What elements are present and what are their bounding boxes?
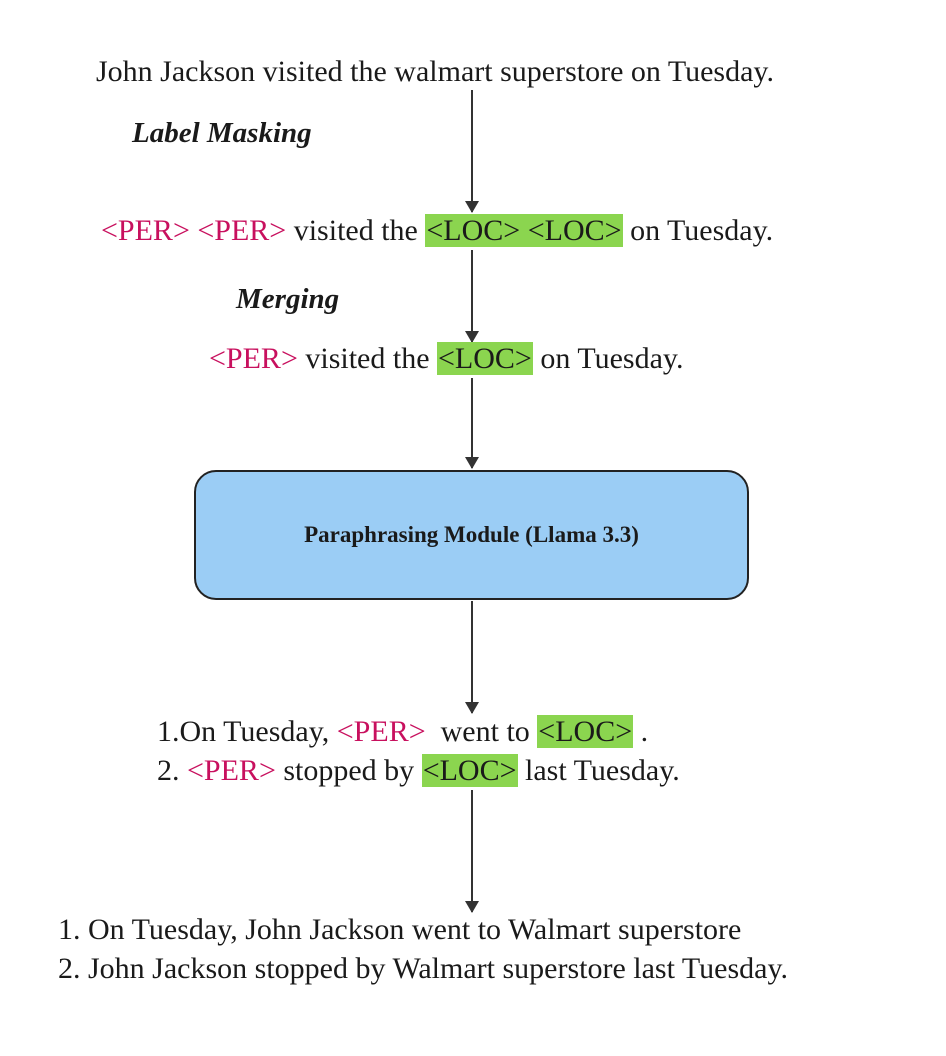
input-sentence: John Jackson visited the walmart superst…: [96, 55, 774, 88]
paraphrasing-module-box: Paraphrasing Module (Llama 3.3): [194, 470, 749, 600]
loc-tag: <LOC>: [426, 214, 521, 247]
paraphrase-2-middle: stopped by: [275, 754, 422, 787]
loc-tag: <LOC>: [537, 715, 634, 748]
paraphrase-1: 1.On Tuesday, <PER> went to <LOC> .: [157, 714, 648, 750]
paraphrase-1-prefix: 1.On Tuesday,: [157, 715, 337, 748]
per-tag: <PER>: [209, 342, 298, 375]
masked-sentence: <PER> <PER> visited the <LOC> <LOC> on T…: [101, 213, 773, 249]
paraphrase-2: 2. <PER> stopped by <LOC> last Tuesday.: [157, 753, 680, 789]
arrow-paraphrases-to-outputs: [465, 790, 479, 913]
arrow-masked-to-merged: [465, 250, 479, 343]
per-tag: <PER>: [336, 715, 426, 748]
masked-sentence-end: on Tuesday.: [622, 214, 774, 247]
merged-sentence: <PER> visited the <LOC> on Tuesday.: [209, 341, 683, 377]
paraphrase-2-prefix: 2.: [157, 754, 187, 787]
arrow-merged-to-module: [465, 378, 479, 469]
output-1: 1. On Tuesday, John Jackson went to Walm…: [58, 913, 742, 946]
paraphrase-1-middle: went to: [425, 715, 538, 748]
per-tag: <PER>: [187, 754, 276, 787]
arrow-module-to-paraphrases: [465, 601, 479, 714]
paraphrasing-module-label: Paraphrasing Module (Llama 3.3): [304, 522, 639, 547]
arrow-input-to-masked: [465, 90, 479, 213]
output-2: 2. John Jackson stopped by Walmart super…: [58, 952, 789, 985]
loc-tag-group: <LOC> <LOC>: [425, 214, 623, 247]
merged-sentence-middle: visited the: [297, 342, 438, 375]
label-masking-step-label: Label Masking: [132, 117, 312, 149]
per-tag: <PER>: [101, 214, 190, 247]
per-tag: <PER>: [197, 214, 287, 247]
loc-tag: <LOC>: [437, 342, 533, 375]
loc-tag: <LOC>: [421, 754, 518, 787]
masked-sentence-middle: visited the: [286, 214, 426, 247]
merging-step-label: Merging: [236, 283, 340, 315]
loc-tag: <LOC>: [527, 214, 622, 247]
paraphrase-1-end: .: [633, 715, 649, 748]
paraphrase-2-end: last Tuesday.: [517, 754, 680, 787]
merged-sentence-end: on Tuesday.: [532, 342, 684, 375]
